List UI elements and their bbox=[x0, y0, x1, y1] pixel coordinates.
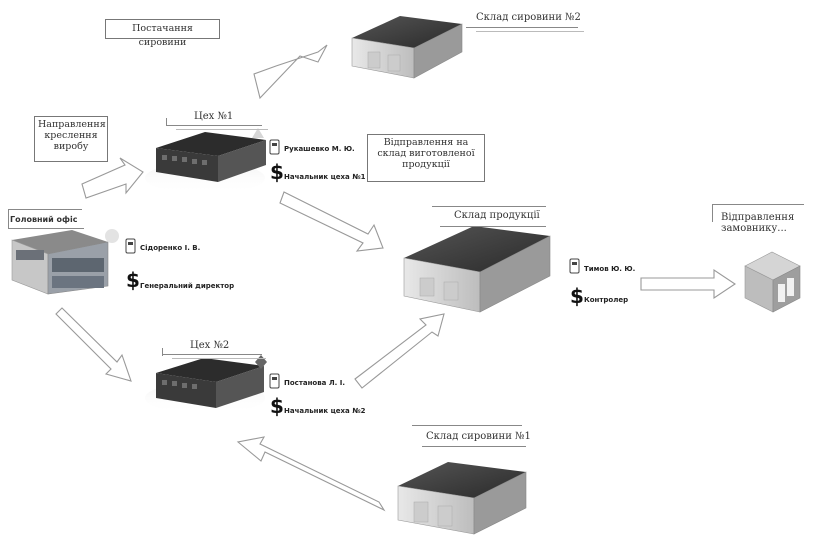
label-shop1: Цех №1 bbox=[194, 111, 234, 122]
phone-icon bbox=[125, 238, 136, 254]
label-warehouse-products: Склад продукції bbox=[454, 210, 540, 221]
dollar-icon: $ bbox=[270, 160, 284, 184]
label-shipping-customer: Відправлення замовнику... bbox=[721, 212, 795, 234]
warehouse-products-building bbox=[403, 226, 551, 313]
label-directing-drawings: Направлення креслення виробу bbox=[34, 116, 108, 162]
phone-icon bbox=[269, 139, 280, 155]
arrow-office-to-shop1 bbox=[81, 157, 144, 199]
head-office-building bbox=[11, 229, 119, 295]
arrow-products-to-customer bbox=[640, 268, 736, 300]
phone-icon bbox=[269, 373, 280, 389]
warehouse-person-name: Тимов Ю. Ю. bbox=[584, 265, 636, 273]
shop1-person-name: Рукашевко М. Ю. bbox=[284, 145, 355, 153]
label-warehouse-raw2: Склад сировини №2 bbox=[476, 12, 581, 23]
label-head-office: Головний офіс bbox=[10, 215, 78, 224]
label-supply-raw: Постачання сировини bbox=[105, 19, 220, 48]
arrow-shop2-to-products bbox=[354, 313, 445, 389]
shop1-building bbox=[145, 128, 266, 194]
office-person-role: Генеральний директор bbox=[140, 282, 235, 290]
arrow-raw1-to-shop2 bbox=[236, 436, 386, 512]
warehouse-person-role: Контролер bbox=[584, 296, 629, 304]
arrow-raw2-to-shop1 bbox=[253, 44, 328, 100]
dollar-icon: $ bbox=[126, 268, 140, 292]
label-shipping-products: Відправлення на склад виготовленої проду… bbox=[367, 134, 485, 182]
warehouse-raw1-building bbox=[397, 462, 527, 535]
shop2-person-name: Постанова Л. І. bbox=[284, 379, 346, 387]
label-shop2: Цех №2 bbox=[190, 340, 230, 351]
shop2-building bbox=[145, 355, 267, 414]
arrow-shop1-to-products bbox=[279, 191, 384, 252]
office-person-name: Сідоренко І. В. bbox=[140, 244, 201, 252]
box-icon bbox=[744, 251, 801, 313]
shop2-person-role: Начальник цеха №2 bbox=[284, 407, 366, 415]
dollar-icon: $ bbox=[270, 394, 284, 418]
phone-icon bbox=[569, 258, 580, 274]
shop1-person-role: Начальник цеха №1 bbox=[284, 173, 366, 181]
label-warehouse-raw1: Склад сировини №1 bbox=[426, 431, 531, 442]
dollar-icon: $ bbox=[570, 284, 584, 308]
warehouse-raw2-building bbox=[351, 16, 463, 79]
arrow-office-to-shop2 bbox=[55, 307, 132, 382]
